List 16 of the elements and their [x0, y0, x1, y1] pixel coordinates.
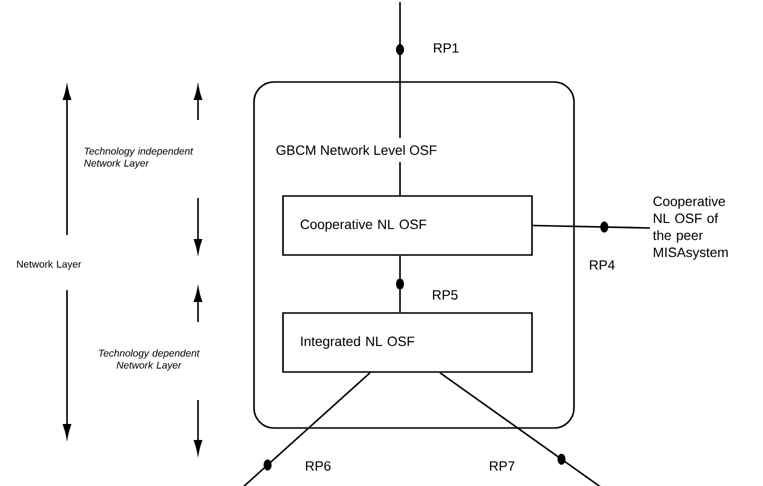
process-box: Integrated NL OSF — [282, 312, 533, 373]
layer-label: Network Layer — [17, 260, 82, 270]
connector-line — [396, 1, 404, 196]
connector-line — [241, 372, 371, 486]
edge-label: RP5 — [432, 290, 458, 300]
connector-line — [532, 222, 650, 233]
peer-text: Cooperative NL OSF of the peer MISAsystem — [653, 196, 728, 260]
layer-label: Technology dependent Network Layer — [99, 349, 200, 371]
edge-label: RP4 — [590, 260, 615, 270]
process-box: Cooperative NL OSF — [282, 195, 533, 256]
edge-label: RP7 — [490, 461, 514, 471]
connector-line — [396, 256, 404, 312]
connector-line — [440, 372, 602, 486]
edge-label: RP1 — [434, 43, 458, 53]
edge-label: RP6 — [306, 461, 331, 471]
layer-label: Technology independent Network Layer — [84, 147, 194, 169]
